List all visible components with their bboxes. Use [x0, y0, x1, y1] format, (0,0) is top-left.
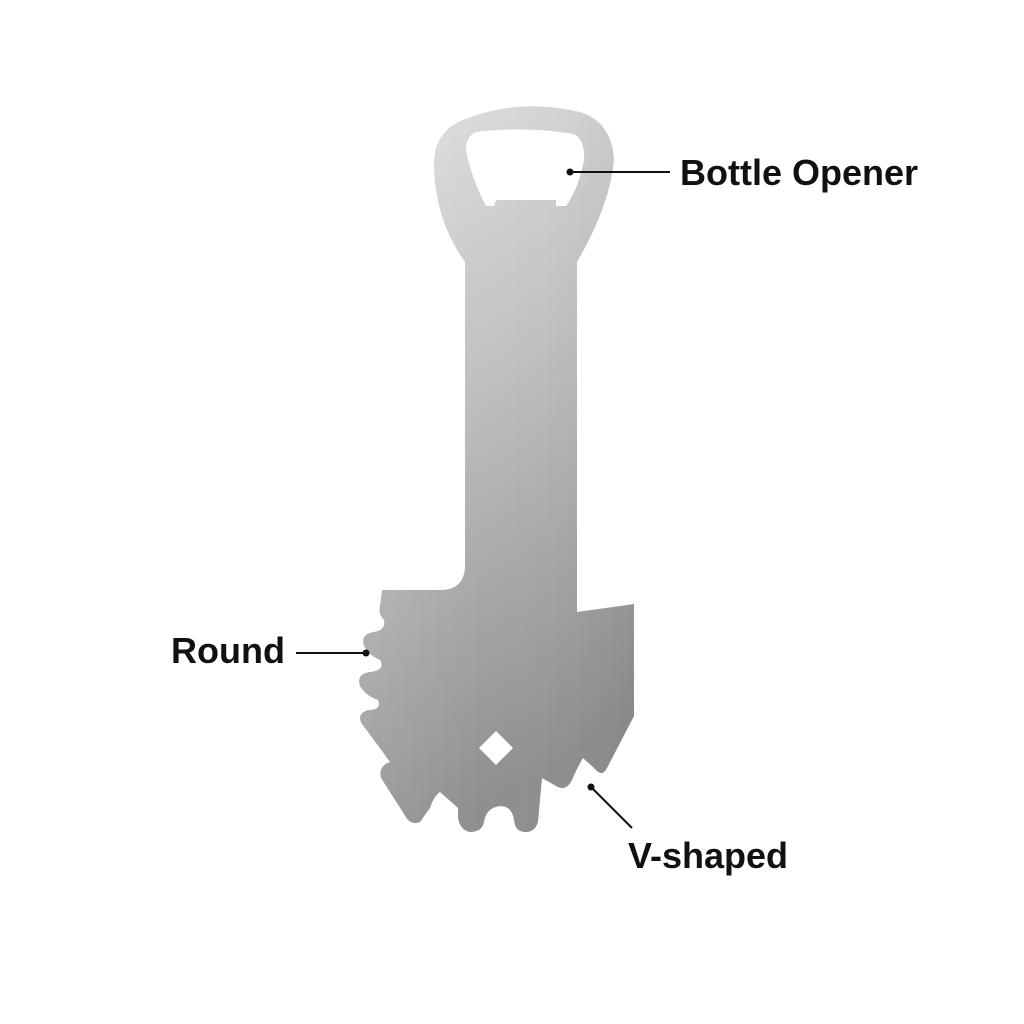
leader-round — [296, 649, 370, 657]
leader-dot — [362, 649, 370, 657]
tool-body — [330, 90, 650, 850]
label-round: Round — [171, 630, 285, 671]
leader-dot — [566, 168, 574, 176]
label-v-shaped: V-shaped — [628, 835, 789, 876]
leader-bottle-opener — [566, 168, 670, 176]
leader-dot — [587, 783, 595, 791]
leader-v-shaped — [587, 783, 633, 829]
label-bottle-opener: Bottle Opener — [680, 152, 919, 193]
